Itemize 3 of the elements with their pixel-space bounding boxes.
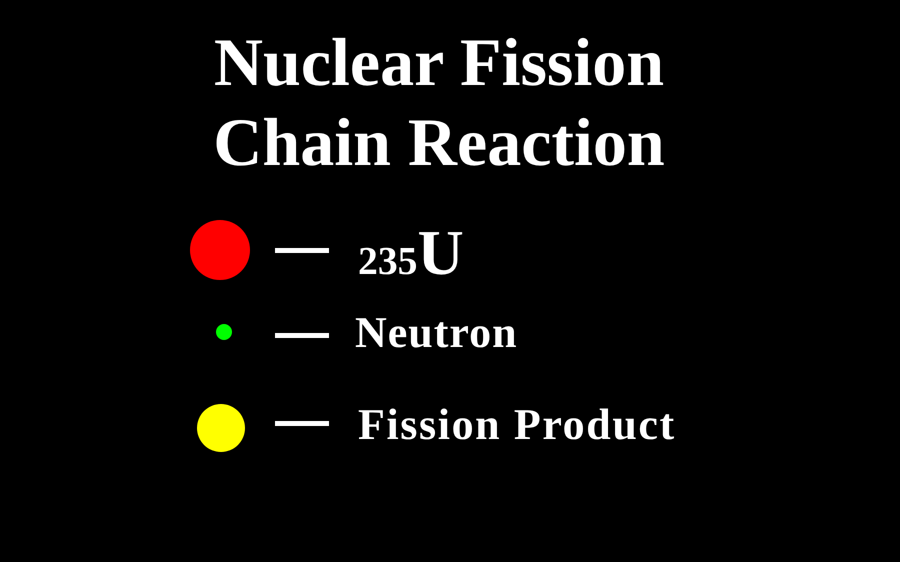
legend-label: Neutron: [355, 311, 518, 356]
title: Nuclear Fission Chain Reaction: [212, 23, 666, 182]
legend-label: Fission Product: [358, 403, 676, 448]
